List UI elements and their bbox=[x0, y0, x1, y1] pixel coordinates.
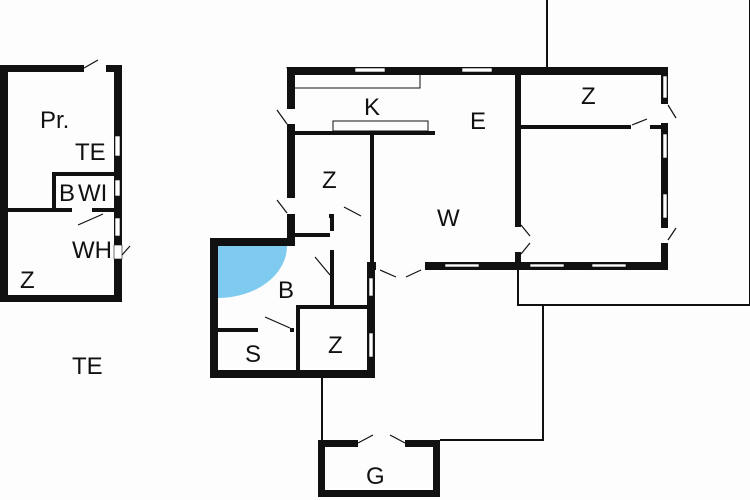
label-living: W bbox=[437, 205, 460, 232]
label-outside-terrace: TE bbox=[72, 353, 103, 380]
label-annex-bath-b: B bbox=[59, 180, 75, 207]
main-building bbox=[210, 66, 677, 378]
label-garage: G bbox=[366, 463, 385, 490]
label-annex-wh: WH bbox=[72, 237, 112, 264]
label-dining: E bbox=[470, 108, 486, 135]
label-annex-room: Z bbox=[20, 267, 35, 294]
label-kitchen: K bbox=[364, 94, 380, 121]
label-annex-bath-wi: WI bbox=[78, 180, 107, 207]
terrace-outlines bbox=[321, 0, 750, 441]
label-bathroom: B bbox=[278, 277, 294, 304]
label-annex-terrace: TE bbox=[75, 139, 106, 166]
garage bbox=[318, 434, 440, 497]
annex-building bbox=[0, 59, 131, 302]
label-bedroom-middle: Z bbox=[322, 167, 337, 194]
label-sauna: S bbox=[245, 341, 261, 368]
label-bedroom-bottom: Z bbox=[328, 332, 343, 359]
label-bedroom-top-right: Z bbox=[581, 83, 596, 110]
shower-area bbox=[218, 246, 287, 298]
label-annex-storage: Pr. bbox=[40, 107, 69, 134]
